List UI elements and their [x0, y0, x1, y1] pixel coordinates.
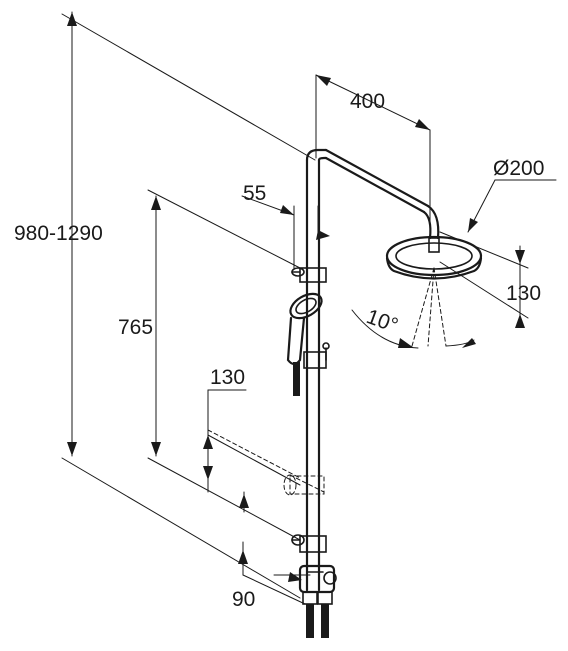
- bar-height-label: 765: [118, 316, 153, 339]
- riser-rail: [305, 148, 440, 592]
- dimension-bottom-offset: 90: [232, 541, 311, 611]
- bottom-offset-label: 90: [232, 588, 255, 611]
- spray-angle-indicator: 10°: [351, 267, 476, 349]
- arm-length-label: 400: [350, 90, 385, 113]
- hand-shower: [286, 292, 323, 396]
- overhead-shower-head: [385, 235, 483, 280]
- upper-wall-bracket: [291, 267, 327, 283]
- ghost-holder-position: [207, 429, 325, 496]
- supply-hoses: [306, 604, 329, 638]
- dimension-wall-offset: 55: [241, 182, 330, 269]
- head-diameter-label: Ø200: [493, 157, 544, 180]
- lower-bracket: [291, 534, 327, 553]
- dimension-arm-length: 400: [315, 74, 431, 236]
- head-drop-label: 130: [506, 282, 541, 305]
- wall-offset-label: 55: [243, 182, 266, 205]
- tilt-angle-label: 10°: [363, 305, 401, 337]
- dimension-total-height: 980-1290: [14, 11, 316, 599]
- dimension-head-diameter: Ø200: [467, 157, 557, 233]
- dimension-head-drop: 130: [439, 231, 541, 328]
- dimension-holder-offset: 130: [203, 366, 301, 513]
- total-height-label: 980-1290: [14, 222, 103, 245]
- slider-knob: [303, 342, 330, 369]
- holder-offset-label: 130: [210, 366, 245, 389]
- dimension-bar-height: 765: [118, 189, 301, 541]
